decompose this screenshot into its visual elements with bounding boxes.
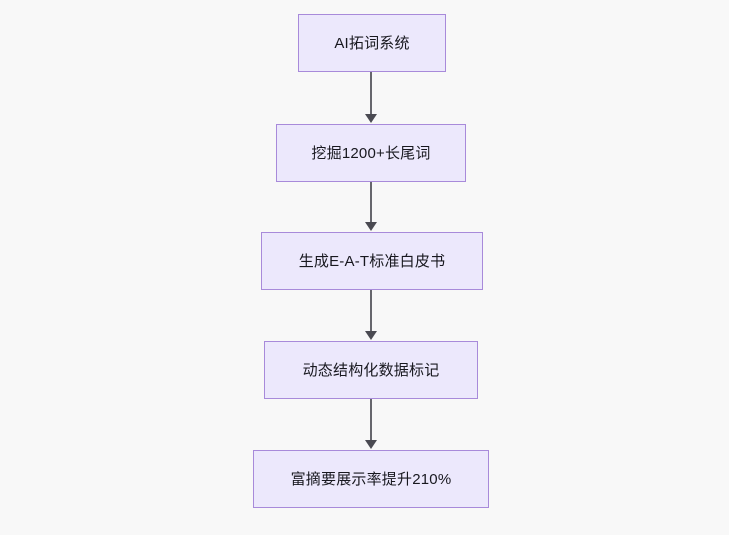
flow-node-label: 动态结构化数据标记 [302,361,440,379]
flow-arrowhead-node-3-to-node-4 [365,440,377,449]
flow-node-label: AI拓词系统 [334,34,410,52]
flow-edge-node-1-to-node-2 [370,182,372,224]
flow-arrowhead-node-0-to-node-1 [365,114,377,123]
flow-node-mine-longtail-keywords[interactable]: 挖掘1200+长尾词 [276,124,466,182]
flow-edge-node-3-to-node-4 [370,399,372,442]
flow-node-label: 挖掘1200+长尾词 [311,144,431,162]
flow-edge-node-0-to-node-1 [370,72,372,116]
flow-node-generate-eat-whitepaper[interactable]: 生成E-A-T标准白皮书 [261,232,483,290]
flow-node-ai-keyword-system[interactable]: AI拓词系统 [298,14,446,72]
flow-node-label: 富摘要展示率提升210% [290,470,452,488]
flow-node-dynamic-structured-data-markup[interactable]: 动态结构化数据标记 [264,341,478,399]
flow-edge-node-2-to-node-3 [370,290,372,333]
flow-arrowhead-node-1-to-node-2 [365,222,377,231]
flow-node-label: 生成E-A-T标准白皮书 [298,252,446,270]
flow-arrowhead-node-2-to-node-3 [365,331,377,340]
flow-node-rich-snippet-rate-increase[interactable]: 富摘要展示率提升210% [253,450,489,508]
